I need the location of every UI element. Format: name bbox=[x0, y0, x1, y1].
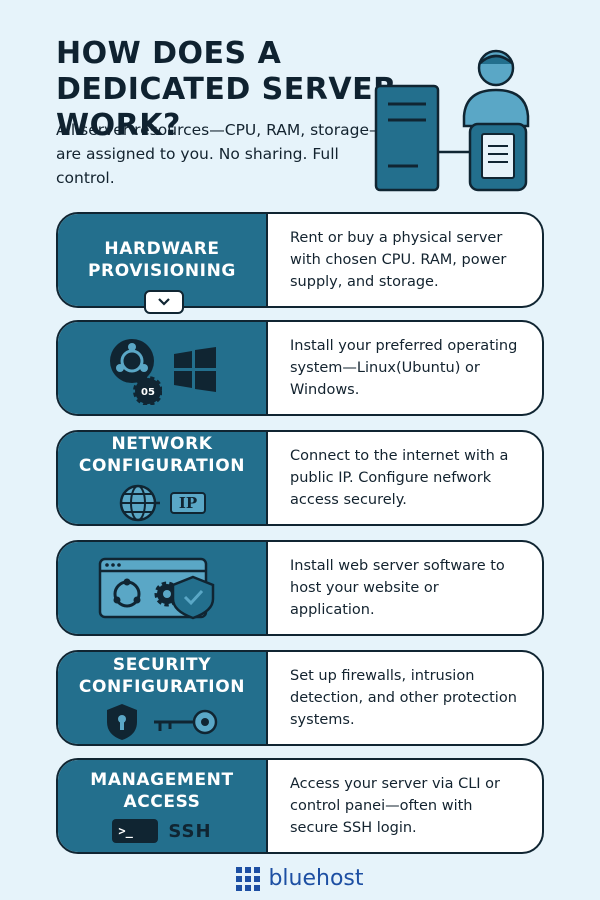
step-title: SECURITY CONFIGURATION bbox=[78, 655, 246, 697]
ubuntu-gear-icon: 05 bbox=[110, 339, 162, 405]
step-title: NETWORK CONFIGURATION bbox=[78, 434, 246, 476]
step-description: Install your preferred operating system—… bbox=[290, 338, 518, 398]
brand-name: bluehost bbox=[268, 866, 364, 891]
key-icon bbox=[154, 709, 218, 735]
step-label-panel: NETWORK CONFIGURATION IP bbox=[58, 432, 268, 524]
bluehost-logo-icon bbox=[236, 866, 261, 891]
shield-lock-icon bbox=[107, 704, 137, 740]
step-hardware-provisioning: HARDWARE PROVISIONING Rent or buy a phys… bbox=[56, 212, 544, 308]
ip-label: IP bbox=[178, 494, 198, 512]
ip-badge: IP bbox=[169, 492, 207, 514]
step-description: Install web server software to host your… bbox=[290, 558, 505, 618]
step-title: HARDWARE PROVISIONING bbox=[88, 239, 236, 281]
os-badge: 05 bbox=[141, 387, 155, 398]
step-label-panel: 05 bbox=[58, 322, 268, 414]
step-title: MANAGEMENT ACCESS bbox=[90, 770, 234, 812]
terminal-prompt: >_ bbox=[118, 824, 133, 838]
step-operating-system: 05 Install your preferred operating syst… bbox=[56, 320, 544, 416]
server-user-illustration bbox=[374, 49, 530, 192]
step-label-panel bbox=[58, 542, 268, 634]
terminal-icon: >_ bbox=[112, 819, 159, 843]
step-description: Access your server via CLI or control pa… bbox=[290, 776, 500, 836]
chevron-down-icon bbox=[144, 290, 184, 314]
intro-text: All server resources—CPU, RAM, storage—a… bbox=[56, 121, 385, 187]
app-window-icon bbox=[98, 557, 215, 620]
ssh-label: SSH bbox=[168, 820, 212, 842]
step-description: Set up firewalls, intrusion detection, a… bbox=[290, 668, 517, 728]
page-title: HOW DOES A DEDICATED SERVER WORK? bbox=[56, 36, 397, 143]
step-description: Connect to the internet with a public IP… bbox=[290, 448, 509, 508]
step-description: Rent or buy a physical server with chose… bbox=[290, 230, 507, 290]
step-label-panel: MANAGEMENT ACCESS >_ SSH bbox=[58, 760, 268, 852]
step-security-configuration: SECURITY CONFIGURATION Set up firewalls,… bbox=[56, 650, 544, 746]
step-web-server-software: Install web server software to host your… bbox=[56, 540, 544, 636]
step-label-panel: SECURITY CONFIGURATION bbox=[58, 652, 268, 744]
globe-icon bbox=[119, 484, 160, 522]
windows-icon bbox=[174, 347, 216, 392]
step-network-configuration: NETWORK CONFIGURATION IP Connect to the … bbox=[56, 430, 544, 526]
step-management-access: MANAGEMENT ACCESS >_ SSH Access your ser… bbox=[56, 758, 544, 854]
brand-footer: bluehost bbox=[0, 866, 600, 891]
